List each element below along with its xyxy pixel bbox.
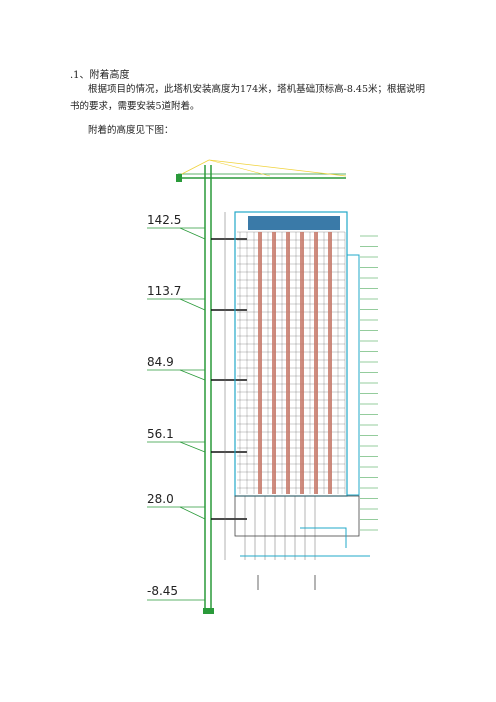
elevation-marks (360, 235, 378, 531)
tower-crane-elevation-drawing (147, 159, 378, 614)
level-label-1: 142.5 (147, 213, 182, 227)
body-paragraph: 根据项目的情况，此塔机安装高度为174米，塔机基础顶标高-8.45米；根据说明书… (70, 84, 425, 112)
figure-caption: 附着的高度见下图： (88, 125, 174, 136)
level-leader-lines (147, 227, 206, 601)
attachment-ties (211, 238, 247, 520)
building-elevation (224, 211, 370, 590)
crane-jib (176, 159, 347, 182)
level-label-4: 56.1 (147, 427, 174, 441)
level-label-base: -8.45 (147, 584, 179, 598)
level-label-5: 28.0 (147, 492, 174, 506)
crane-mast (203, 165, 214, 614)
level-label-2: 113.7 (147, 284, 182, 298)
section-heading: .1、附着高度 (70, 70, 130, 81)
level-label-3: 84.9 (147, 355, 174, 369)
